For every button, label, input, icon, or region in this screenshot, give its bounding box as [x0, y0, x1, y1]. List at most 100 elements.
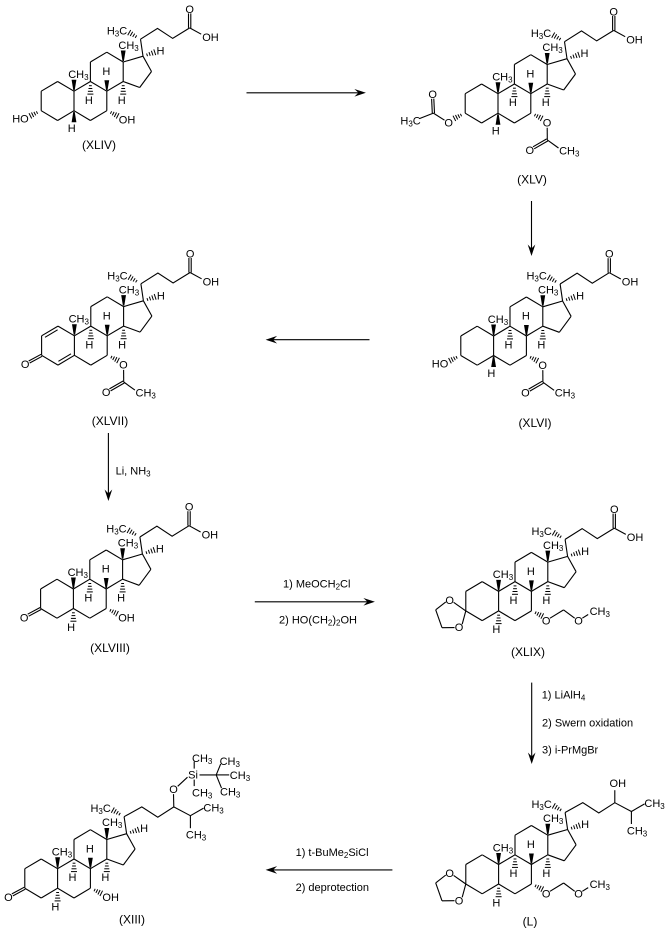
svg-text:(XLIV): (XLIV)	[82, 138, 116, 152]
svg-text:H3C: H3C	[400, 116, 420, 129]
svg-text:CH3: CH3	[644, 798, 665, 811]
svg-text:H: H	[510, 868, 518, 880]
svg-text:O: O	[185, 502, 194, 514]
svg-text:H3C: H3C	[526, 271, 546, 284]
svg-text:CH3: CH3	[230, 770, 251, 783]
svg-text:H: H	[102, 66, 110, 78]
svg-text:H: H	[118, 339, 126, 351]
svg-text:CH3: CH3	[69, 314, 90, 327]
svg-text:H: H	[492, 897, 500, 909]
svg-text:CH3: CH3	[559, 145, 580, 158]
svg-text:OH: OH	[119, 115, 136, 127]
svg-text:H: H	[542, 97, 550, 109]
svg-text:H: H	[576, 291, 584, 303]
svg-text:H3C: H3C	[531, 526, 551, 539]
svg-text:CH3: CH3	[627, 826, 648, 839]
svg-text:2) deprotection: 2) deprotection	[296, 882, 369, 894]
svg-text:CH3: CH3	[543, 540, 564, 553]
svg-text:HO: HO	[12, 114, 29, 126]
svg-text:Si: Si	[188, 770, 198, 782]
svg-text:O: O	[609, 6, 618, 18]
svg-text:CH3: CH3	[102, 817, 123, 830]
svg-text:H: H	[492, 624, 500, 636]
svg-text:H: H	[522, 311, 530, 323]
svg-text:CH3: CH3	[538, 285, 559, 298]
svg-text:1) MeOCH2Cl: 1) MeOCH2Cl	[283, 578, 350, 591]
svg-text:CH3: CH3	[492, 72, 513, 85]
svg-text:O: O	[4, 892, 13, 904]
svg-text:H: H	[510, 595, 518, 607]
svg-text:(XLVI): (XLVI)	[518, 416, 551, 430]
svg-text:H: H	[140, 823, 148, 835]
svg-text:H: H	[537, 340, 545, 352]
svg-text:H: H	[581, 48, 589, 60]
svg-text:H: H	[117, 593, 125, 605]
svg-text:O: O	[521, 387, 530, 399]
svg-text:O: O	[444, 117, 453, 129]
svg-text:H: H	[581, 546, 589, 558]
svg-text:O: O	[574, 889, 583, 901]
svg-text:OH: OH	[626, 34, 643, 46]
svg-text:CH3: CH3	[68, 567, 89, 580]
svg-text:CH3: CH3	[119, 284, 140, 297]
svg-text:(XIII): (XIII)	[119, 912, 145, 926]
svg-text:CH3: CH3	[488, 314, 509, 327]
svg-text:H: H	[67, 622, 75, 634]
svg-text:O: O	[445, 868, 454, 880]
svg-text:O: O	[185, 4, 194, 16]
svg-text:H3C: H3C	[90, 803, 110, 816]
svg-text:H: H	[527, 566, 535, 578]
svg-text:OH: OH	[203, 277, 220, 289]
svg-text:(XLVII): (XLVII)	[92, 414, 128, 428]
svg-text:H: H	[102, 564, 110, 576]
svg-text:O: O	[102, 387, 111, 399]
svg-text:H: H	[505, 340, 513, 352]
svg-text:CH3: CH3	[192, 788, 213, 801]
svg-text:CH3: CH3	[590, 879, 611, 892]
svg-text:H: H	[103, 311, 111, 323]
svg-text:H: H	[157, 290, 165, 302]
svg-text:O: O	[21, 359, 30, 371]
svg-text:H3C: H3C	[107, 26, 127, 39]
svg-text:H: H	[157, 46, 165, 58]
svg-text:O: O	[542, 889, 551, 901]
svg-text:CH3: CH3	[52, 847, 73, 860]
svg-text:O: O	[605, 249, 614, 261]
svg-text:OH: OH	[118, 613, 135, 625]
svg-text:CH3: CH3	[542, 42, 563, 55]
svg-text:H: H	[487, 368, 495, 380]
svg-text:OH: OH	[610, 778, 627, 790]
svg-text:CH3: CH3	[493, 842, 514, 855]
svg-text:OH: OH	[102, 892, 119, 904]
svg-text:(XLV): (XLV)	[517, 172, 547, 186]
svg-text:OH: OH	[202, 32, 219, 44]
svg-text:CH3: CH3	[118, 40, 139, 53]
svg-text:(XLVIII): (XLVIII)	[90, 641, 130, 655]
svg-text:Li, NH3: Li, NH3	[116, 466, 152, 479]
svg-text:O: O	[445, 595, 454, 607]
svg-text:O: O	[574, 616, 583, 628]
svg-text:3) i-PrMgBr: 3) i-PrMgBr	[542, 744, 599, 756]
svg-text:O: O	[428, 89, 437, 101]
svg-text:H: H	[156, 544, 164, 556]
svg-text:H: H	[509, 97, 517, 109]
svg-text:CH3: CH3	[590, 606, 611, 619]
svg-text:CH3: CH3	[555, 388, 576, 401]
svg-text:O: O	[526, 145, 535, 157]
svg-text:H3C: H3C	[107, 270, 127, 283]
svg-text:CH3: CH3	[68, 69, 89, 82]
svg-text:H: H	[542, 595, 550, 607]
svg-text:H: H	[68, 123, 76, 135]
svg-text:2) Swern oxidation: 2) Swern oxidation	[542, 718, 633, 730]
svg-text:H: H	[86, 843, 94, 855]
svg-text:O: O	[186, 249, 195, 261]
svg-text:CH3: CH3	[192, 753, 213, 766]
svg-text:H: H	[69, 872, 77, 884]
svg-text:H3C: H3C	[531, 799, 551, 812]
svg-text:CH3: CH3	[118, 538, 139, 551]
svg-text:(L): (L)	[523, 914, 538, 928]
svg-text:H: H	[84, 593, 92, 605]
svg-text:CH3: CH3	[220, 787, 241, 800]
svg-text:O: O	[455, 622, 464, 634]
svg-text:H3C: H3C	[531, 28, 551, 41]
